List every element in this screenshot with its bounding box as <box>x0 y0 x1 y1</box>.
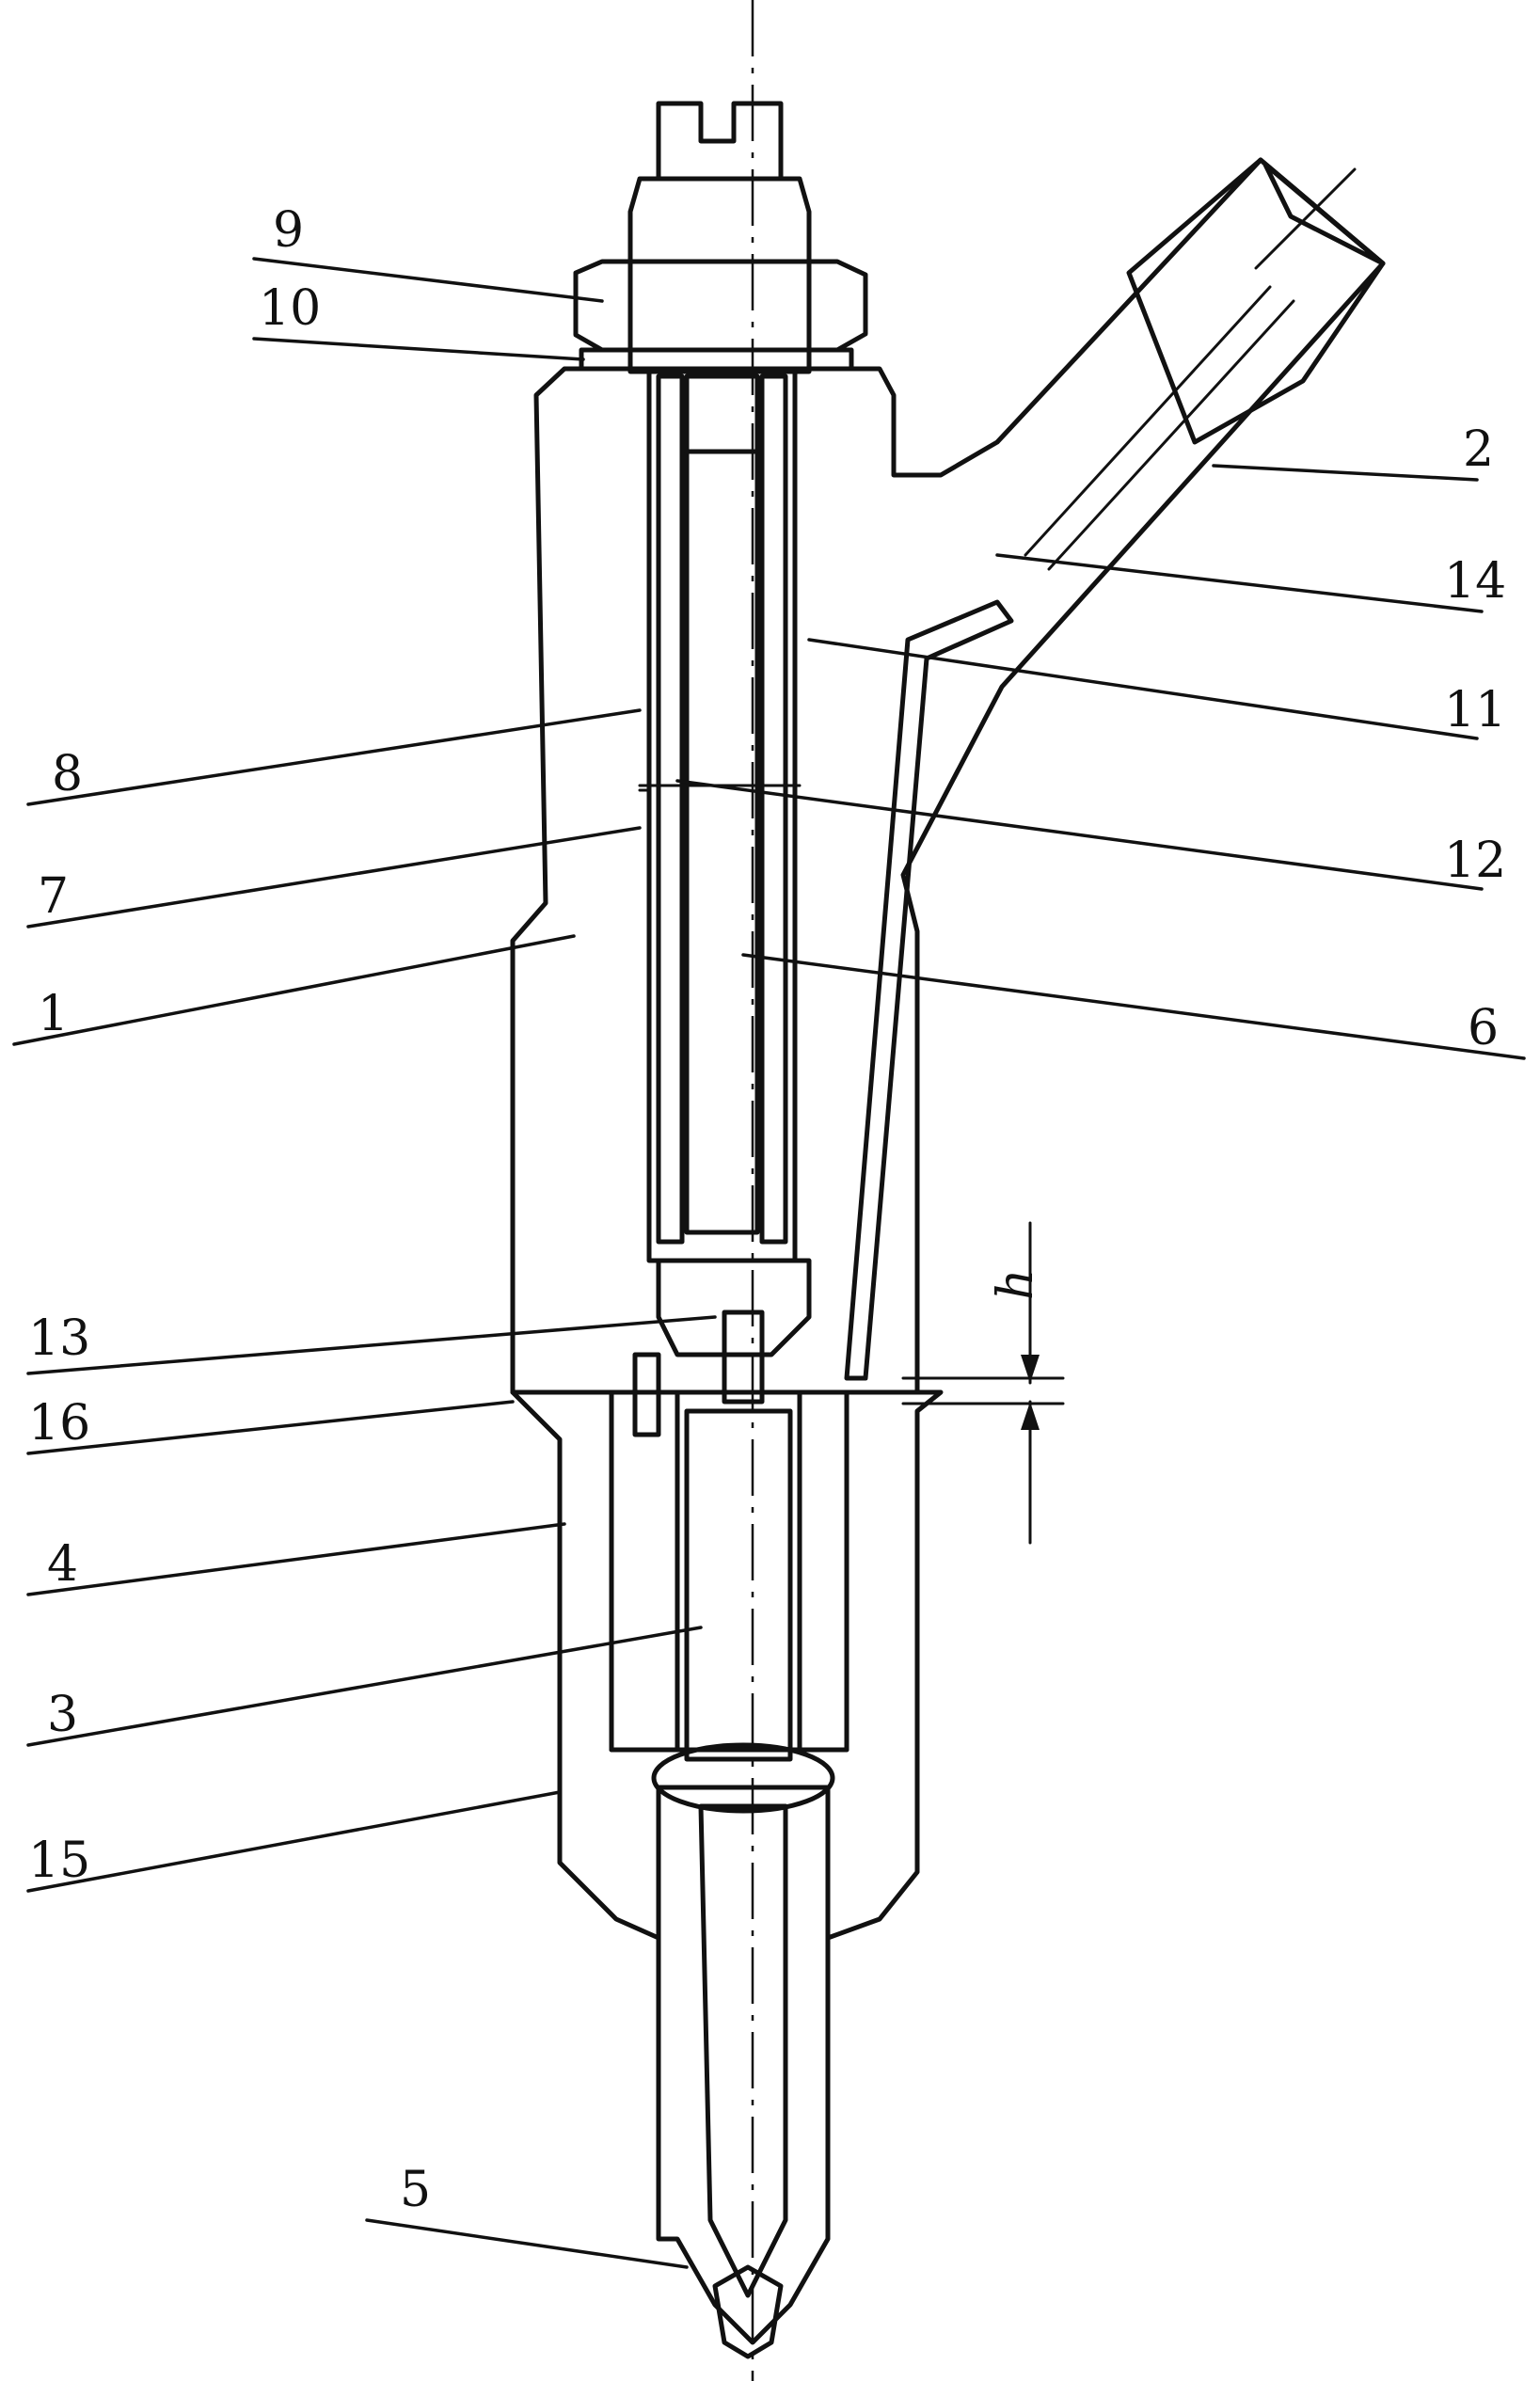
central-bore <box>649 372 795 1261</box>
coil-right-part-11 <box>762 376 786 1242</box>
callout-8: 8 <box>52 746 83 802</box>
armature-part-13 <box>659 1261 809 1355</box>
nozzle-holder-part-4 <box>513 1392 941 1938</box>
callout-13: 13 <box>28 1310 90 1367</box>
nut-part-9 <box>576 262 865 350</box>
callout-labels: 9 10 2 14 11 8 12 7 1 6 13 16 4 3 15 5 <box>28 202 1506 2218</box>
callout-7: 7 <box>38 868 69 925</box>
nozzle-body <box>659 1787 828 2342</box>
callout-2: 2 <box>1463 421 1494 478</box>
pressure-chamber-part-15 <box>654 1745 833 1811</box>
callout-4: 4 <box>47 1536 78 1593</box>
dimension-h: h <box>903 1223 1063 1543</box>
coil-left-part-8 <box>659 376 682 1242</box>
callout-14: 14 <box>1444 553 1506 610</box>
needle-part-3 <box>687 1411 790 1759</box>
callout-3: 3 <box>47 1687 78 1743</box>
callout-10: 10 <box>259 280 321 337</box>
core-part-6 <box>687 452 757 1232</box>
callout-12: 12 <box>1444 833 1506 889</box>
callout-16: 16 <box>28 1395 90 1452</box>
callout-15: 15 <box>28 1833 90 1889</box>
top-connector <box>630 103 809 372</box>
callout-1: 1 <box>38 986 69 1042</box>
callout-6: 6 <box>1468 1000 1499 1056</box>
callout-11: 11 <box>1444 682 1506 738</box>
callout-5: 5 <box>400 2162 431 2218</box>
dimension-h-label: h <box>988 1269 1044 1301</box>
callout-9: 9 <box>273 202 304 259</box>
